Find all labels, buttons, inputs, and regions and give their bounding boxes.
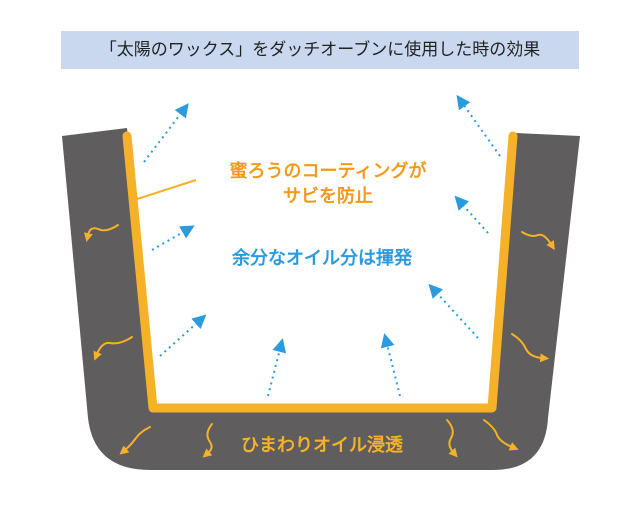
wavy-arrow-icon — [93, 336, 133, 361]
wax-pointer-line — [130, 179, 197, 202]
wavy-arrow-icon — [119, 426, 151, 455]
pot-interior — [127, 135, 512, 408]
wavy-arrow-icon — [511, 333, 550, 363]
dotted-arrow-up-icon — [456, 94, 501, 157]
evaporation-arrows — [143, 94, 501, 397]
dotted-arrow-up-icon — [143, 103, 189, 163]
dotted-arrow-up-icon — [454, 195, 489, 234]
dotted-arrow-up-icon — [267, 338, 287, 397]
wavy-arrow-icon — [446, 419, 458, 458]
wax-coating-layer — [122, 131, 518, 413]
oil-penetration-label: ひまわりオイル浸透 — [241, 434, 404, 456]
oil-evaporation-label: 余分なオイル分は揮発 — [231, 247, 413, 269]
wax-coating-label-line1: 蜜ろうのコーティングが — [230, 160, 427, 182]
dotted-arrow-up-icon — [159, 314, 207, 357]
wax-coating-label-line2: サビを防止 — [283, 185, 373, 207]
wavy-arrow-icon — [521, 231, 555, 251]
dotted-arrow-up-icon — [151, 225, 195, 251]
title-banner: 「太陽のワックス」をダッチオーブンに使用した時の効果 — [61, 31, 579, 69]
pot-wall — [62, 128, 580, 470]
dotted-arrow-up-icon — [428, 283, 479, 339]
page-title: 「太陽のワックス」をダッチオーブンに使用した時の効果 — [99, 40, 541, 60]
wavy-arrow-icon — [483, 419, 519, 451]
wavy-arrow-icon — [83, 224, 119, 243]
penetration-arrows — [83, 224, 555, 458]
wavy-arrow-icon — [202, 423, 213, 458]
